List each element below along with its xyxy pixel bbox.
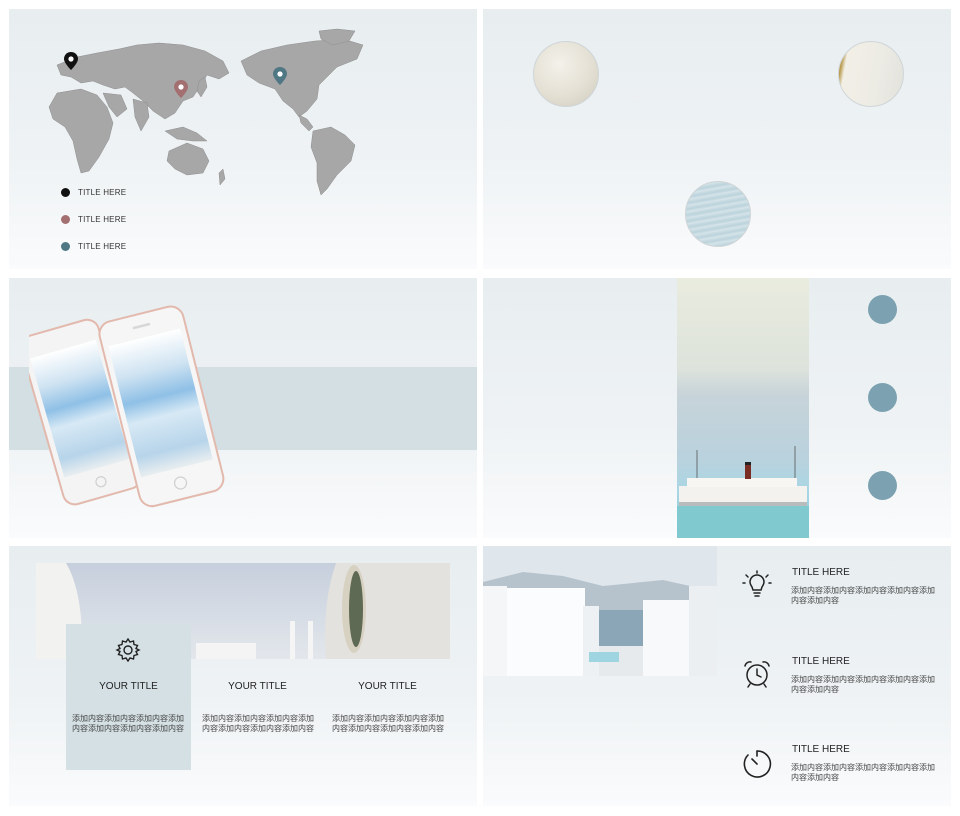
gear-icon [115, 637, 141, 663]
legend-dot [61, 241, 70, 251]
circle-photo-sand [533, 41, 599, 107]
card-title: YOUR TITLE [358, 681, 417, 692]
feature-title: TITLE HERE [792, 656, 850, 667]
slide-circle-photos[interactable] [483, 9, 951, 269]
lightbulb-icon [742, 570, 772, 597]
accent-dot [868, 383, 897, 412]
map-pin-icon[interactable] [273, 67, 287, 85]
legend-item: TITLE HERE [61, 186, 126, 198]
ship-photo [677, 278, 809, 538]
phone-mockup-image [29, 305, 225, 508]
accent-dot [868, 471, 897, 500]
timer-icon [743, 750, 772, 778]
legend-item: TITLE HERE [61, 240, 126, 252]
legend-label: TITLE HERE [78, 241, 127, 251]
circle-photo-architecture [838, 41, 904, 107]
world-map [48, 28, 364, 196]
slide-tall-photo[interactable] [483, 278, 951, 538]
card-body: 添加内容添加内容添加内容添加内容添加内容添加内容添加内容 [72, 714, 184, 733]
card-title: YOUR TITLE [99, 681, 158, 692]
map-pin-icon[interactable] [174, 80, 188, 98]
feature-body: 添加内容添加内容添加内容添加内容添加内容添加内容 [791, 675, 935, 694]
feature-body: 添加内容添加内容添加内容添加内容添加内容添加内容 [791, 586, 935, 605]
slide-three-cards[interactable]: YOUR TITLE 添加内容添加内容添加内容添加内容添加内容添加内容添加内容 … [9, 546, 477, 806]
legend-label: TITLE HERE [78, 214, 127, 224]
legend-label: TITLE HERE [78, 187, 127, 197]
santorini-photo [483, 546, 717, 676]
legend-item: TITLE HERE [61, 213, 126, 225]
legend-dot [61, 187, 70, 197]
feature-title: TITLE HERE [792, 567, 850, 578]
slide-feature-list[interactable]: TITLE HERE 添加内容添加内容添加内容添加内容添加内容添加内容 TITL… [483, 546, 951, 806]
circle-photo-water [685, 181, 751, 247]
card-title: YOUR TITLE [228, 681, 287, 692]
card-body: 添加内容添加内容添加内容添加内容添加内容添加内容添加内容 [202, 714, 314, 733]
feature-body: 添加内容添加内容添加内容添加内容添加内容添加内容 [791, 763, 935, 782]
accent-dot [868, 295, 897, 324]
map-pin-icon[interactable] [64, 52, 78, 70]
alarm-clock-icon [744, 661, 770, 688]
card-body: 添加内容添加内容添加内容添加内容添加内容添加内容添加内容 [332, 714, 444, 733]
slide-world-map[interactable]: TITLE HERE TITLE HERE TITLE HERE [9, 9, 477, 269]
slide-phone-mockup[interactable] [9, 278, 477, 538]
legend-dot [61, 214, 70, 224]
feature-title: TITLE HERE [792, 744, 850, 755]
highlight-card [66, 624, 191, 770]
